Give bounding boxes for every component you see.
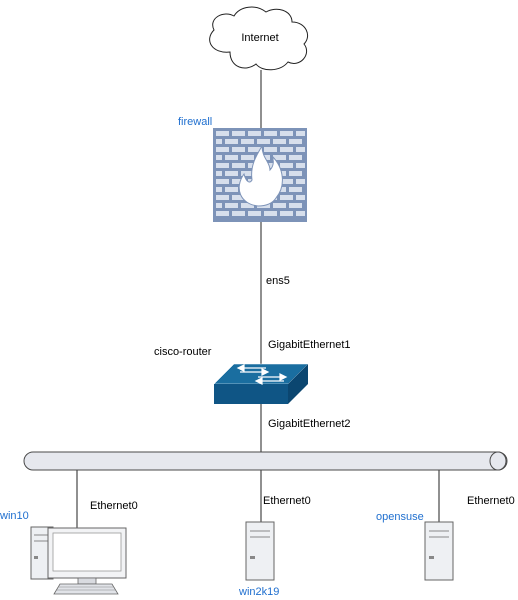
win10-label: win10 — [0, 510, 29, 522]
ens5-label: ens5 — [266, 275, 290, 287]
opensuse-eth-label: Ethernet0 — [467, 495, 515, 507]
ethernet-bus — [23, 451, 508, 471]
win2k19-eth-label: Ethernet0 — [263, 495, 311, 507]
internet-cloud-icon — [209, 6, 308, 71]
win2k19-label: win2k19 — [238, 586, 279, 598]
gi1-label: GigabitEthernet1 — [268, 339, 351, 351]
firewall-label: firewall — [178, 116, 212, 128]
desktop-pc-icon — [30, 526, 127, 595]
gi2-label: GigabitEthernet2 — [268, 418, 351, 430]
firewall-icon — [213, 128, 307, 222]
server-icon — [245, 521, 275, 581]
router-label: cisco-router — [154, 346, 212, 358]
server-icon — [424, 521, 454, 581]
opensuse-label: opensuse — [376, 511, 424, 523]
flame-icon — [238, 144, 283, 207]
win10-eth-label: Ethernet0 — [90, 500, 138, 512]
router-icon — [213, 363, 309, 404]
internet-label: Internet — [241, 32, 278, 44]
